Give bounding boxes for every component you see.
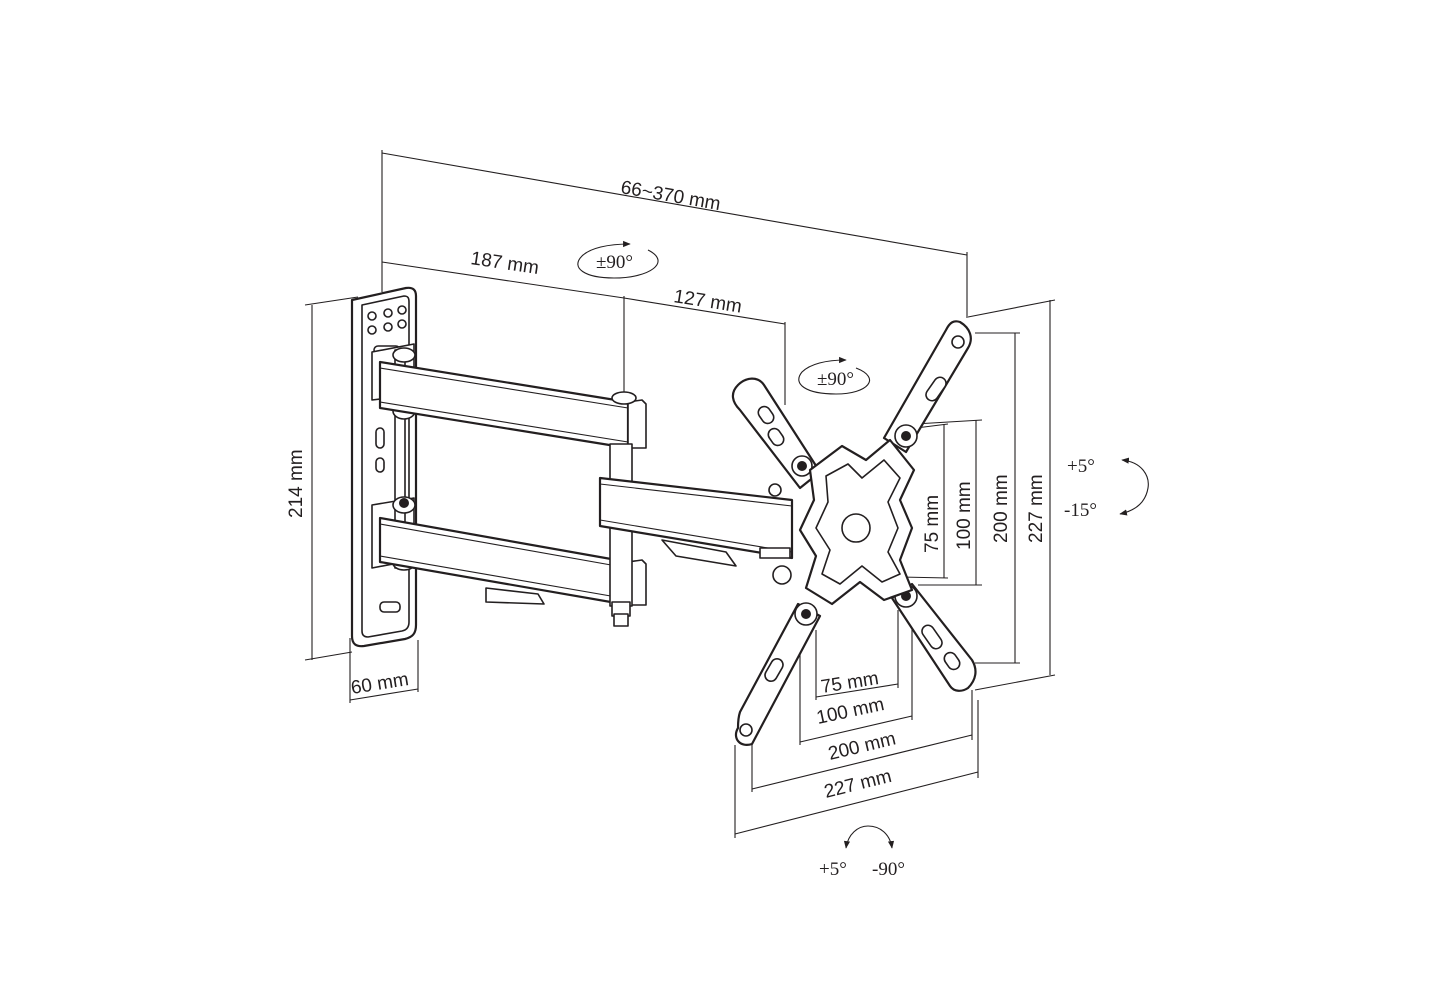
tilt-indicator: +5° -15°: [1064, 456, 1149, 521]
wall-plate: [350, 286, 418, 648]
head-swivel-label: ±90°: [817, 369, 854, 390]
vesa-vertical-200-label: 200 mm: [991, 474, 1012, 543]
head-swivel-indicator: ±90°: [798, 356, 870, 395]
wall-plate-width-label: 60 mm: [349, 669, 410, 699]
rotation-minus-label: -90°: [872, 859, 905, 880]
second-arm: [598, 476, 794, 567]
vesa-vertical-75-label: 75 mm: [922, 495, 943, 553]
rotation-indicator: +5° -90°: [819, 825, 905, 880]
arm-second-length-label: 127 mm: [672, 286, 743, 317]
tilt-up-label: +5°: [1067, 456, 1095, 477]
rotation-arrow-icon: [577, 240, 659, 279]
tilt-arrow-icon: [1119, 457, 1149, 516]
rotation-arrow-icon: [798, 356, 870, 395]
arm-swivel-label: ±90°: [596, 252, 633, 273]
vesa-horizontal-100-label: 100 mm: [815, 694, 887, 729]
dimension-lines: [304, 150, 1056, 838]
wall-plate-height-label: 214 mm: [286, 449, 307, 518]
tilt-down-label: -15°: [1064, 500, 1097, 521]
vesa-horizontal-75-label: 75 mm: [819, 668, 880, 698]
arm-swivel-indicator: ±90°: [577, 240, 659, 279]
pivot-column: [609, 443, 633, 627]
vesa-head: [731, 320, 977, 746]
rotation-arrow-icon: [843, 825, 895, 849]
center-hole: [841, 513, 871, 543]
vesa-horizontal-227-label: 227 mm: [822, 766, 894, 803]
arm-first-length-label: 187 mm: [469, 248, 540, 279]
rotation-plus-label: +5°: [819, 859, 847, 880]
total-extension-label: 66~370 mm: [619, 177, 722, 215]
vesa-vertical-100-label: 100 mm: [954, 481, 975, 550]
vesa-vertical-227-label: 227 mm: [1026, 474, 1047, 543]
